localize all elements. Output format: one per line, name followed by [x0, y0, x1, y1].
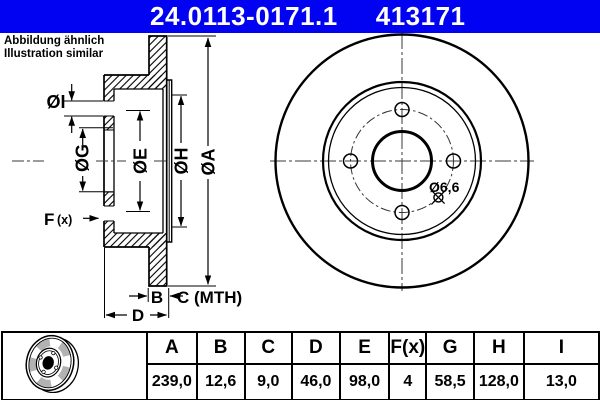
label-fx: (x)	[57, 213, 72, 227]
value-c: 9,0	[243, 363, 294, 400]
col-header-b: B	[195, 330, 246, 366]
extension-lines	[64, 35, 216, 318]
reference-number: 413171	[375, 1, 466, 31]
header-bar: 24.0113-0171.1 413171	[0, 0, 600, 33]
outer-diameter-circle	[274, 33, 530, 289]
label-dia-a: ØA	[199, 148, 219, 175]
value-a: 239,0	[145, 363, 198, 400]
hat-rim-inner-circle	[327, 86, 477, 236]
bolt-circle	[350, 109, 454, 213]
label-c-mth: C (MTH)	[177, 288, 242, 307]
col-header-e: E	[338, 330, 391, 366]
value-g: 58,5	[425, 363, 475, 400]
center-bore-circle	[371, 130, 433, 192]
cross-section-view: ØI ØG ØE ØH ØA F (x) B C (MTH) D	[12, 35, 242, 325]
value-fx: 4	[388, 363, 428, 400]
front-view: Ø6,6	[270, 33, 534, 291]
col-header-i: I	[522, 330, 600, 366]
value-b: 12,6	[195, 363, 246, 400]
hat-rim-outer-circle	[321, 80, 483, 242]
dimension-labels: ØI ØG ØE ØH ØA F (x) B C (MTH) D	[44, 92, 242, 325]
value-i: 13,0	[522, 363, 600, 400]
label-d: D	[132, 306, 144, 325]
brake-disc-icon	[25, 334, 79, 394]
col-header-g: G	[425, 330, 475, 366]
spec-table: A B C D E F(x) G H I 239,0 12,6 9,0 46,0…	[1, 330, 600, 400]
label-dia-i: ØI	[46, 92, 65, 112]
technical-drawing: ØI ØG ØE ØH ØA F (x) B C (MTH) D	[12, 33, 534, 325]
value-d: 46,0	[291, 363, 341, 400]
section-outline	[103, 35, 173, 287]
section-hatching	[104, 36, 167, 286]
set-screw-hole	[430, 187, 448, 205]
disclaimer-line-de: Abbildung ähnlich	[4, 35, 105, 47]
col-header-fx: F(x)	[388, 330, 428, 366]
label-b: B	[151, 288, 163, 307]
value-h: 128,0	[472, 363, 525, 400]
disclaimer: Abbildung ähnlich Illustration similar	[4, 35, 104, 61]
label-dia-g: ØG	[73, 144, 93, 172]
col-header-h: H	[472, 330, 525, 366]
brake-disc-icon-cell	[1, 331, 148, 400]
bolt-holes	[342, 101, 462, 221]
label-f: F	[44, 210, 54, 229]
label-dia-e: ØE	[131, 148, 151, 174]
part-number: 24.0113-0171.1	[150, 1, 338, 31]
value-e: 98,0	[338, 363, 391, 400]
disclaimer-line-en: Illustration similar	[4, 48, 104, 60]
label-dia-h: ØH	[172, 148, 192, 175]
label-set-screw-dia: Ø6,6	[429, 179, 460, 195]
front-crosshair	[270, 33, 534, 291]
col-header-d: D	[291, 330, 341, 366]
dimension-lines	[68, 37, 212, 319]
col-header-a: A	[145, 330, 198, 366]
col-header-c: C	[243, 330, 294, 366]
